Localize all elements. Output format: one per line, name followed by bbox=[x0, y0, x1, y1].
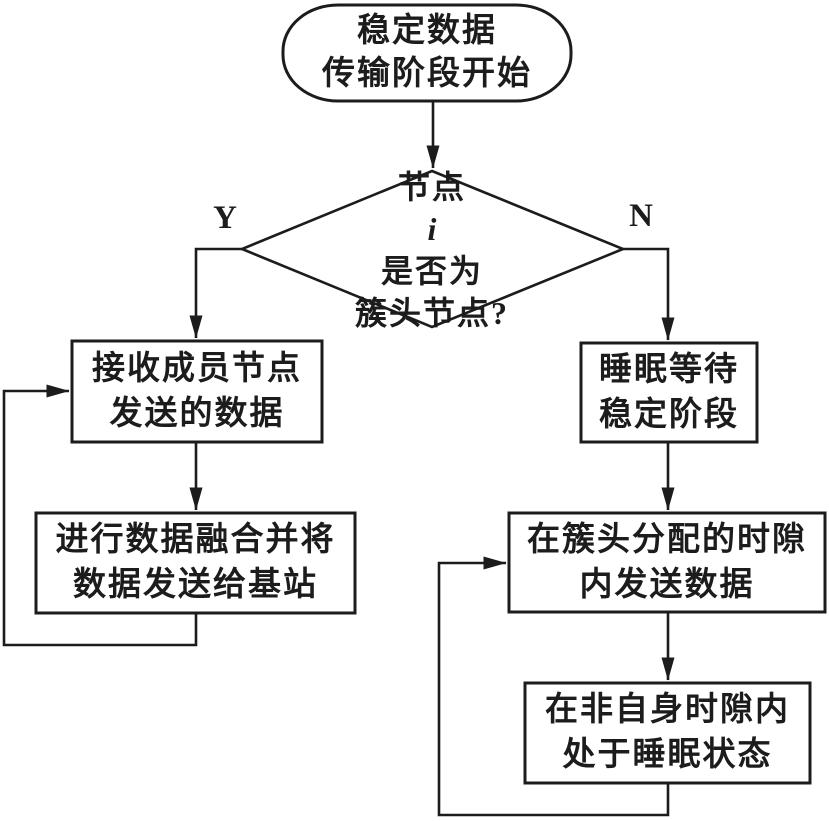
no-step1-line2: 稳定阶段 bbox=[599, 396, 739, 433]
start-node: 稳定数据 传输阶段开始 bbox=[282, 6, 572, 100]
no-step2-node: 在簇头分配的时隙 内发送数据 bbox=[509, 513, 825, 612]
start-node-line2: 传输阶段开始 bbox=[322, 56, 532, 92]
decision-diamond-shape bbox=[238, 169, 627, 329]
no-step1-line1: 睡眠等待 bbox=[599, 351, 739, 388]
connector-decision-no bbox=[621, 247, 675, 341]
yes-step1-line2: 发送的数据 bbox=[109, 395, 285, 432]
decision-line1: 节点 i 是否为 bbox=[381, 166, 483, 292]
decision-node-variable: i bbox=[427, 211, 437, 247]
no-step3-line1: 在非自身时隙内 bbox=[545, 692, 790, 728]
start-terminator-shape bbox=[281, 3, 573, 103]
no-step1-node: 睡眠等待 稳定阶段 bbox=[581, 343, 757, 442]
no-step3-line2: 处于睡眠状态 bbox=[562, 737, 773, 773]
connector-decision-yes bbox=[189, 247, 244, 339]
yes-step2-line1: 进行数据融合并将 bbox=[55, 522, 336, 558]
no-step2-line2: 内发送数据 bbox=[579, 566, 755, 603]
branch-yes-label: Y bbox=[213, 200, 237, 236]
decision-line1-prefix: 节点 bbox=[397, 169, 466, 205]
yes-step1-line1: 接收成员节点 bbox=[92, 350, 302, 387]
yes-step1-node: 接收成员节点 发送的数据 bbox=[72, 341, 322, 442]
no-step2-line1: 在簇头分配的时隙 bbox=[527, 521, 807, 558]
branch-no-label: N bbox=[629, 198, 653, 234]
decision-node: 节点 i 是否为 簇头节点? bbox=[292, 169, 572, 331]
no-step3-node: 在非自身时隙内 处于睡眠状态 bbox=[525, 683, 810, 783]
connector-no-loop-back bbox=[437, 556, 670, 817]
connector-yes-loop-back bbox=[2, 384, 198, 647]
decision-line2: 簇头节点? bbox=[354, 295, 509, 331]
decision-line1-suffix: 是否为 bbox=[380, 253, 483, 289]
yes-step2-node: 进行数据融合并将 数据发送给基站 bbox=[36, 513, 355, 613]
start-node-line1: 稳定数据 bbox=[357, 13, 497, 49]
yes-step2-line2: 数据发送给基站 bbox=[73, 567, 318, 603]
